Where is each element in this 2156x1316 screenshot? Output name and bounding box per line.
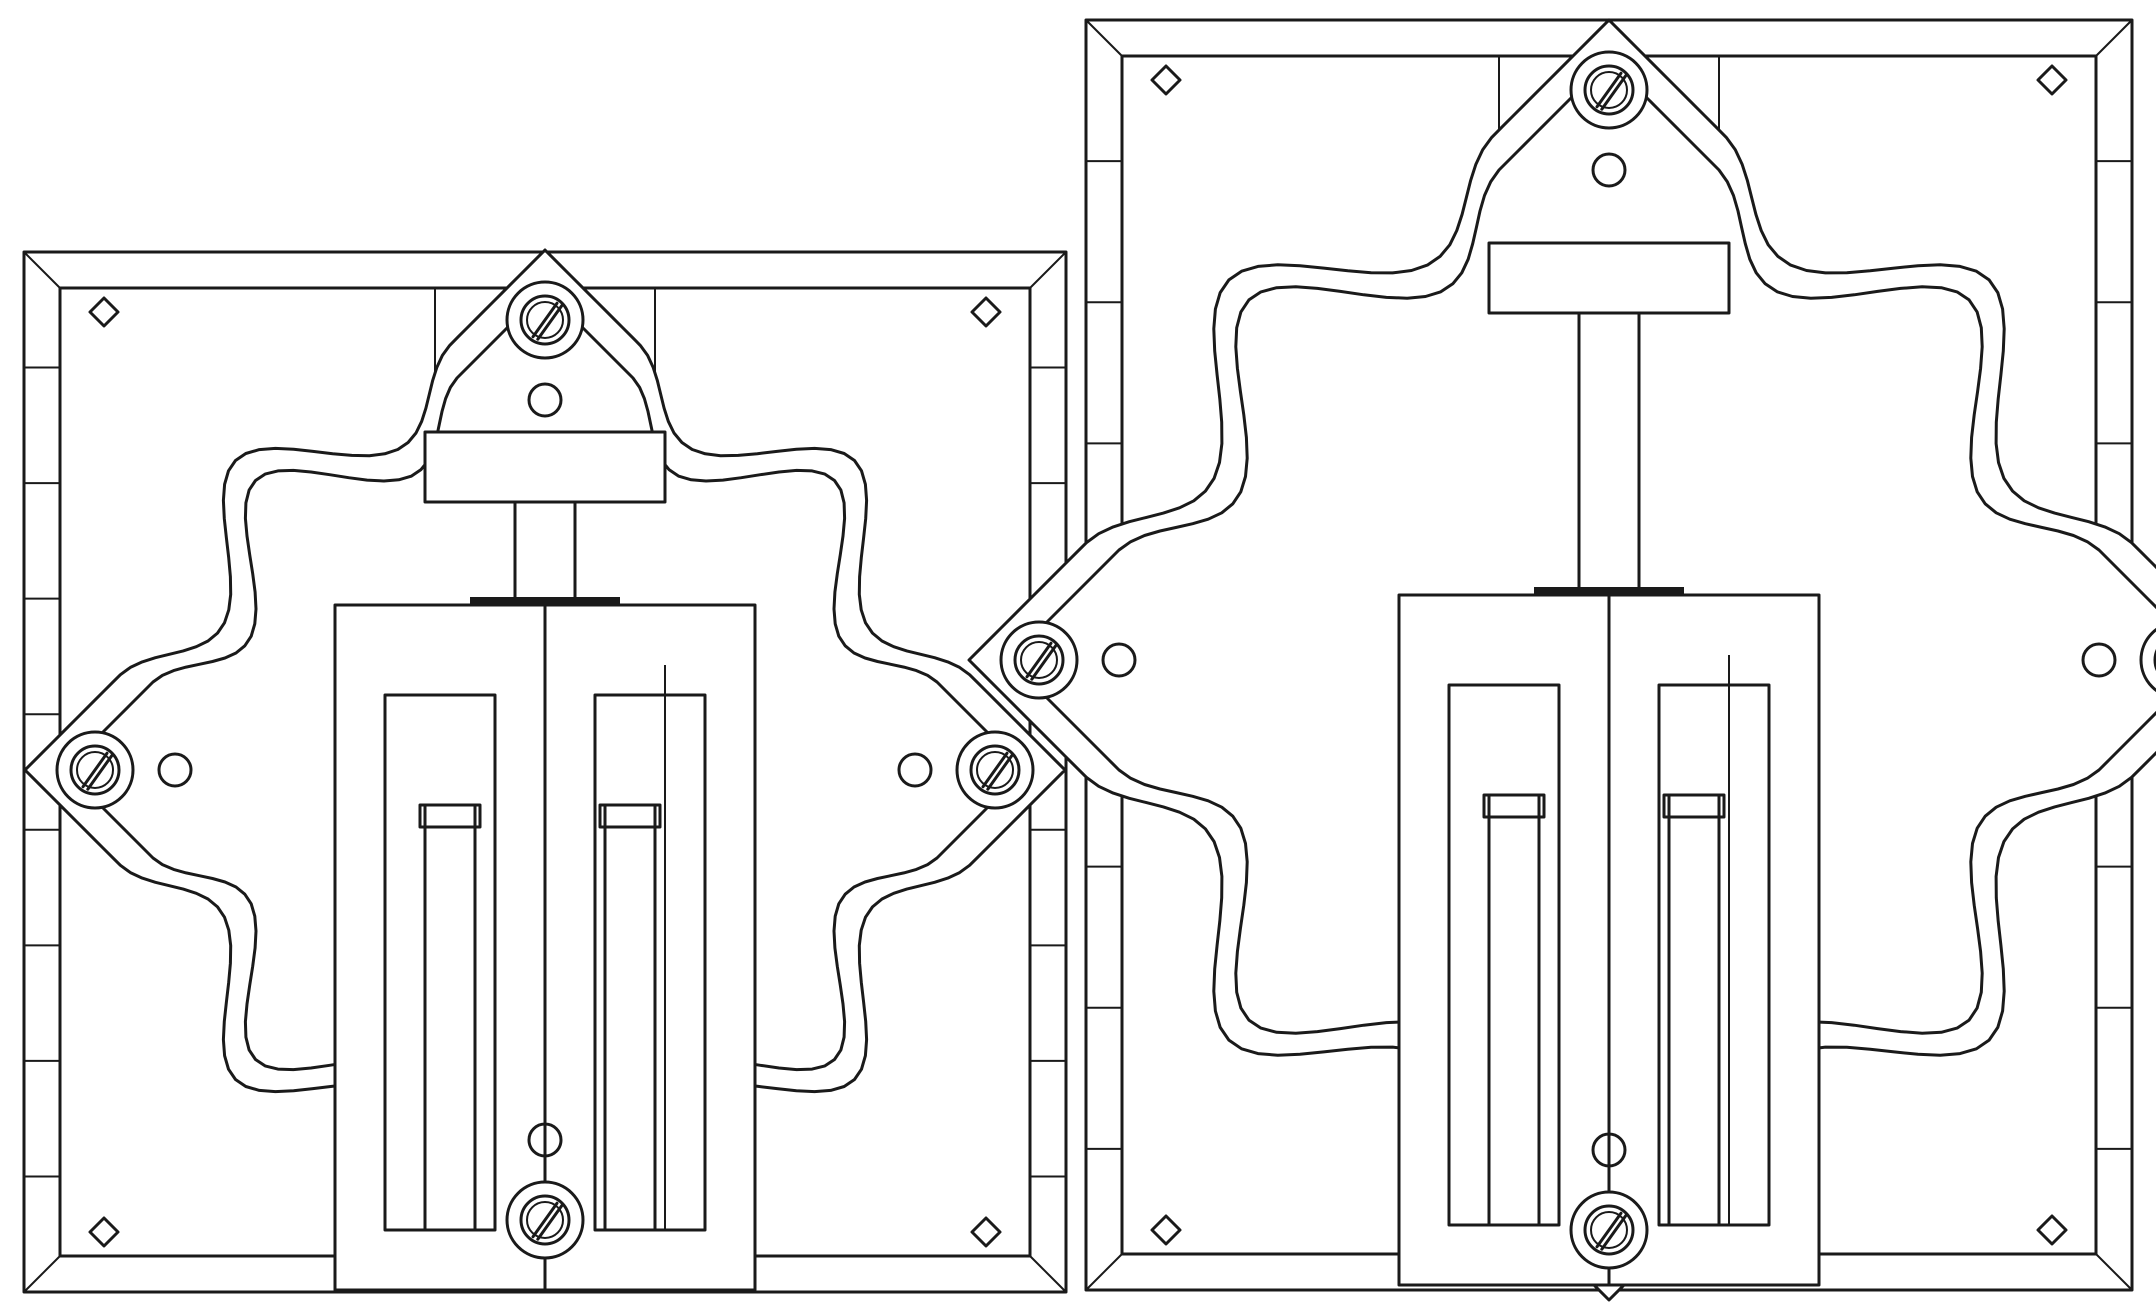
hole-left <box>1101 642 1137 678</box>
screw-bottom-slot <box>531 1201 559 1239</box>
corner-marker-tl <box>1150 64 1182 96</box>
screw-left-rim <box>1020 641 1058 679</box>
screw-right-boss <box>2139 627 2156 693</box>
panel-right <box>967 18 2156 1302</box>
bevel-bl <box>1085 1253 1123 1291</box>
screw-right-head <box>2153 649 2156 671</box>
corner-marker-bl <box>88 1216 120 1248</box>
screw-right-head <box>969 744 1021 796</box>
bevel-tl <box>23 251 61 289</box>
bevel-tr <box>2095 19 2133 57</box>
screw-right-slot <box>981 751 1009 789</box>
bevel-br <box>1029 1255 1067 1293</box>
hole-bottom <box>1591 1132 1627 1168</box>
screw-left-slot2 <box>1030 644 1058 681</box>
screw-top-slot <box>1595 71 1623 109</box>
screw-right-rim <box>976 751 1014 789</box>
screw-bottom-rim <box>1590 1211 1628 1249</box>
piston-head-right <box>1662 793 1726 819</box>
hole-left <box>157 752 193 788</box>
screw-left-rim <box>76 751 114 789</box>
screw-bottom-slot2 <box>1600 1214 1628 1251</box>
screw-top-slot <box>531 301 559 339</box>
screw-top-slot2 <box>536 304 564 341</box>
screw-left-slot <box>81 751 109 789</box>
corner-marker-br <box>2036 1214 2068 1246</box>
bevel-tr <box>1029 251 1067 289</box>
panel-left <box>22 248 1068 1294</box>
screw-bottom-head <box>519 1194 571 1246</box>
bevel-br <box>2095 1253 2133 1291</box>
corner-marker-bl <box>1150 1214 1182 1246</box>
screw-bottom-rim <box>526 1201 564 1239</box>
piston-head-left <box>418 803 482 829</box>
screw-bottom-head <box>1583 1204 1635 1256</box>
corner-marker-tr <box>970 296 1002 328</box>
rod-plate <box>1534 587 1684 595</box>
rod-plate <box>470 597 620 605</box>
screw-bottom-slot <box>1595 1211 1623 1249</box>
screw-left-slot <box>1025 641 1053 679</box>
screw-bottom-slot2 <box>536 1204 564 1241</box>
screw-top-rim <box>1590 71 1628 109</box>
slider-block <box>1487 241 1731 315</box>
corner-marker-tr <box>2036 64 2068 96</box>
hole-right <box>897 752 933 788</box>
hole-top <box>527 382 563 418</box>
screw-top-rim <box>526 301 564 339</box>
piston-head-left <box>1482 793 1546 819</box>
screw-left-slot2 <box>86 754 114 791</box>
slider-block <box>423 430 667 504</box>
screw-left-head <box>69 744 121 796</box>
bevel-tl <box>1085 19 1123 57</box>
bevel-bl <box>23 1255 61 1293</box>
corner-marker-br <box>970 1216 1002 1248</box>
piston-head-right <box>598 803 662 829</box>
screw-left-head <box>1013 634 1065 686</box>
screw-top-slot2 <box>1600 74 1628 111</box>
hole-bottom <box>527 1122 563 1158</box>
corner-marker-tl <box>88 296 120 328</box>
hole-right <box>2081 642 2117 678</box>
hole-top <box>1591 152 1627 188</box>
screw-top-head <box>1583 64 1635 116</box>
screw-right-slot2 <box>986 754 1014 791</box>
screw-top-head <box>519 294 571 346</box>
